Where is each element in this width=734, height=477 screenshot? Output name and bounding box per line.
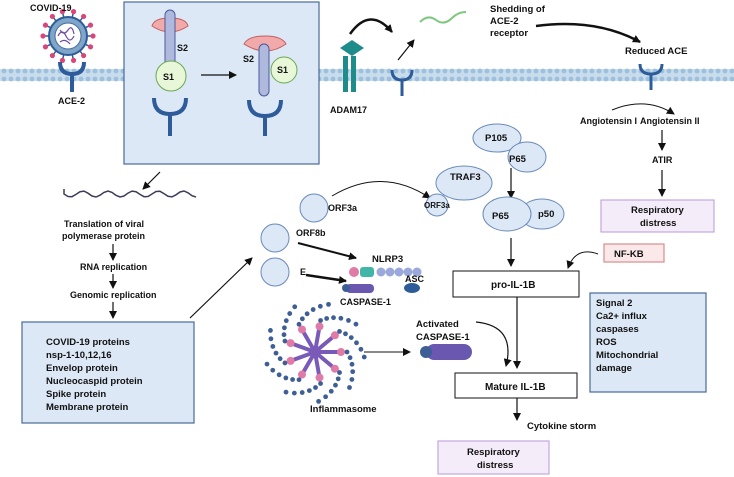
activated-caspase1-icon [420,344,472,360]
arrow-angiotensin-conversion [611,103,675,115]
inflammasome-icon [264,301,367,404]
arrow-adam17-cleave [348,18,393,35]
signal2-line-6: damage [596,363,632,374]
traf3-label: TRAF3 [450,172,481,183]
signal2-line-4: ROS [596,337,617,348]
orf3a-bound-icon [425,193,449,217]
p65-top-label: P65 [509,154,527,165]
signal2-line-5: Mitochondrial [596,350,658,361]
shedding-line-3: receptor [490,28,528,39]
s2-label-1: S2 [177,43,188,53]
covid-proteins-line-4: Nucleocaspid protein [46,376,143,387]
traf3-protein-icon [435,165,493,201]
asc-label: ASC [405,274,425,284]
s1-label-2: S1 [277,65,288,75]
adam17-enzyme-icon [340,40,364,92]
p65-top-protein-icon [507,141,547,173]
p65-label: P65 [492,211,510,222]
ace2-label: ACE-2 [58,96,85,106]
nfkb-box [603,243,665,263]
arrow-proteins-to-orfs [189,257,253,319]
atir-label: ATIR [652,155,673,165]
shed-ace2-fragment-icon [419,11,467,24]
p105-label: P105 [485,133,508,144]
signal2-line-2: Ca2+ influx [596,311,648,322]
p50-label: p50 [538,209,554,220]
s1-label-1: S1 [163,72,174,82]
reduced-ace-label: Reduced ACE [625,46,687,57]
covid19-label: COVID-19 [30,3,72,13]
distress-bottom-line-2: distress [477,460,513,471]
pro-il1b-box [452,270,580,298]
viral-rna-icon [63,189,197,198]
shedding-line-1: Shedding of [490,4,546,15]
reduced-ace-receptor-icon [638,63,664,90]
caspase1-asc-icon [342,283,420,293]
covid-proteins-line-5: Spike protein [46,389,106,400]
angiotensin1-label: Angiotensin I [580,116,637,126]
arrow-to-rna [142,171,161,190]
activated-caspase-line-1: Activated [416,319,459,330]
translation-line-1: Translation of viral [64,219,144,229]
cleaved-ace2-receptor-icon [390,69,414,96]
p105-protein-icon [472,123,522,153]
orf8b-label: ORF8b [296,228,326,238]
arrow-e-to-nlrp3 [305,273,347,284]
covid-proteins-line-3: Envelop protein [46,363,118,374]
arrow-orf8b-to-nlrp3 [297,242,357,261]
cell-membrane [0,68,734,82]
nlrp3-label: NLRP3 [372,254,403,265]
arrow-caspase-cleavage [475,321,512,367]
nlrp3-complex-icon [349,267,422,277]
respiratory-distress-box-bottom [437,440,550,475]
genomic-replication-label: Genomic replication [70,290,157,300]
orf3a-bound-label: ORF3a [424,201,450,210]
inflammasome-label: Inflammasome [310,404,377,415]
e-protein-icon [260,257,290,287]
distress-top-line-2: distress [640,218,676,229]
spike-protein-bound-icon [243,35,298,136]
orf8b-protein-icon [260,223,290,253]
covid-proteins-line-1: COVID-19 proteins [46,337,130,348]
arrow-to-shedding [397,39,415,61]
distress-top-line-1: Respiratory [631,205,685,216]
mature-il1b-box [454,372,578,399]
s2-label-2: S2 [243,54,254,64]
e-label: E [300,267,306,277]
respiratory-distress-box-top [600,199,715,233]
activated-caspase-line-2: CASPASE-1 [416,332,470,343]
signal2-line-3: caspases [596,324,639,335]
cytokine-storm-label: Cytokine storm [527,421,596,432]
covid-proteins-line-2: nsp-1-10,12,16 [46,350,111,361]
spike-protein-unbound-icon [151,9,189,136]
p65-protein-icon [482,196,532,232]
pro-il1b-label: pro-IL-1B [491,280,535,291]
covid-proteins-box [21,321,195,424]
arrow-to-reduced-ace [535,22,641,44]
covid-proteins-line-6: Membrane protein [46,402,129,413]
distress-bottom-line-1: Respiratory [467,447,521,458]
shedding-line-2: ACE-2 [490,16,519,27]
signal2-box [589,292,707,393]
arrow-nfkb-to-pro-il1b [566,251,599,269]
nfkb-label: NF-KB [614,249,644,260]
caspase1-label: CASPASE-1 [340,297,391,307]
translation-line-2: polymerase protein [62,231,145,241]
mature-il1b-label: Mature IL-1B [485,382,546,393]
rna-replication-label: RNA replication [80,262,147,272]
angiotensin2-label: Angiotensin II [640,116,700,126]
orf3a-protein-icon [299,193,329,223]
orf3a-label: ORF3a [328,203,358,213]
adam17-label: ADAM17 [330,105,367,115]
virus-icon [40,9,96,63]
ace2-receptor-icon [58,61,86,92]
signal2-line-1: Signal 2 [596,298,632,309]
arrow-orf3a-to-traf3 [331,181,431,199]
